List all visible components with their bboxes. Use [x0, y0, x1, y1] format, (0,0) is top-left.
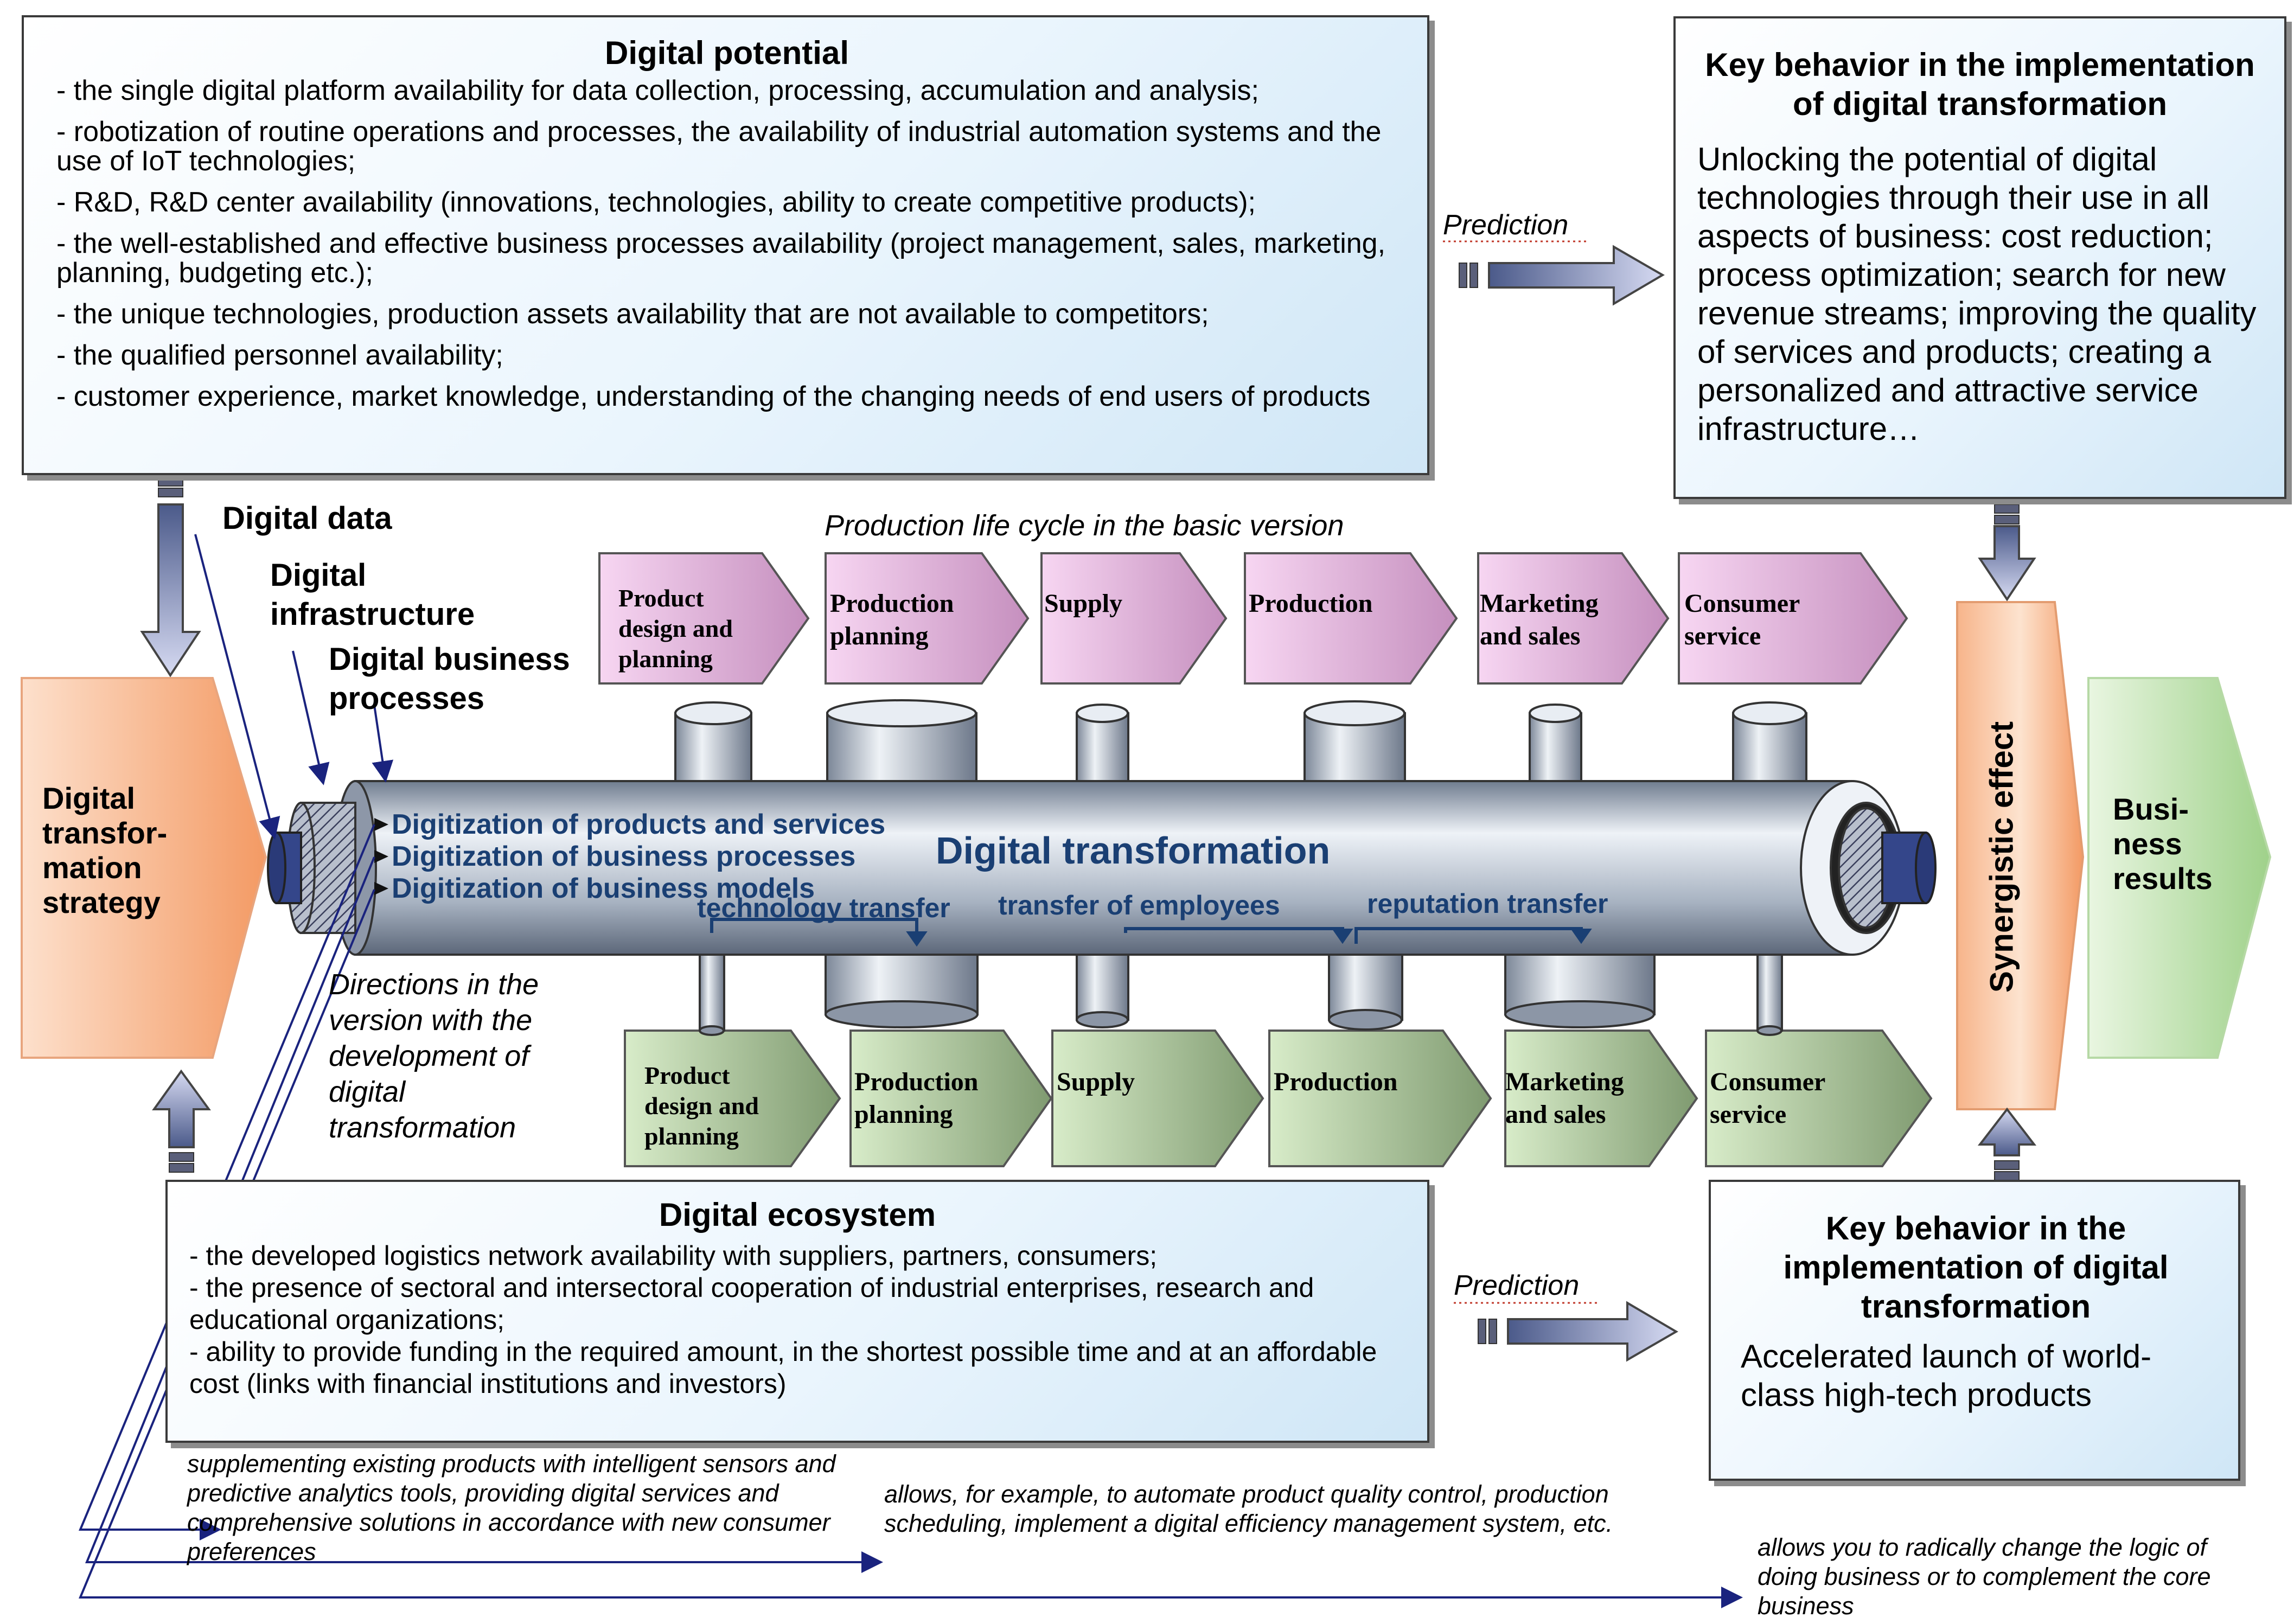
business-results-chevron: [2087, 677, 2272, 1059]
pipe-item-2: Digitization of business processes: [392, 841, 856, 872]
prediction-label-top: Prediction: [1443, 209, 1569, 241]
digital-potential-list: - the single digital platform availabili…: [56, 76, 1397, 411]
list-item: - the developed logistics network availa…: [189, 1241, 1158, 1271]
top-chevron-shapes: [598, 552, 1908, 685]
key-behavior-top-box: Key behavior in the implementation of di…: [1673, 16, 2286, 499]
key-behavior-bottom-text: Accelerated launch of world-class high-t…: [1741, 1338, 2152, 1413]
arrow-keytop-down: [1978, 504, 2036, 602]
prediction-arrow-top: [1459, 245, 1665, 306]
label-lifecycle-basic: Production life cycle in the basic versi…: [825, 509, 1344, 542]
digital-ecosystem-box: Digital ecosystem - the developed logist…: [165, 1180, 1429, 1443]
digital-ecosystem-list: - the developed logistics network availa…: [189, 1240, 1405, 1400]
note-automate: allows, for example, to automate product…: [884, 1480, 1613, 1537]
prediction-label-bottom: Prediction: [1454, 1270, 1580, 1301]
key-behavior-bottom-title: Key behavior in the implementation of di…: [1783, 1210, 2169, 1325]
bottom-chevron-5: Marketing and sales: [1505, 1067, 1624, 1129]
list-item: - the presence of sectoral and intersect…: [189, 1273, 1314, 1335]
arrow-ecosystem-up: [152, 1069, 211, 1173]
bottom-chevron-2: Production planning: [854, 1067, 979, 1129]
pipe-item-3: Digitization of business models: [392, 873, 815, 904]
list-item: - the single digital platform availabili…: [56, 75, 1259, 106]
digital-ecosystem-title: Digital ecosystem: [659, 1197, 936, 1233]
top-chevron-6: Consumer service: [1684, 589, 1800, 650]
top-chevron-2: Production planning: [830, 589, 954, 650]
bottom-chevron-1: Product design and planning: [644, 1062, 759, 1150]
list-item: - R&D, R&D center availability (innovati…: [56, 187, 1256, 218]
label-directions: Directions in the version with the devel…: [329, 968, 539, 1144]
synergistic-label: Synergistic effect: [1983, 721, 2020, 993]
key-behavior-top-title: Key behavior in the implementation of di…: [1705, 47, 2255, 122]
digital-potential-box: Digital potential - the single digital p…: [22, 15, 1429, 475]
pipe-title: Digital transformation: [936, 829, 1331, 872]
top-chevron-3: Supply: [1044, 589, 1123, 618]
note-supplementing: supplementing existing products with int…: [187, 1450, 836, 1565]
synergistic-shape: [1956, 601, 2085, 1110]
label-pointer-lines: [194, 534, 394, 840]
bottom-chevron-3: Supply: [1057, 1067, 1135, 1096]
strategy-chevron: [21, 677, 267, 1059]
label-digital-data: Digital data: [222, 501, 392, 536]
pipe-item-bullets: [374, 818, 388, 895]
list-item: - the unique technologies, production as…: [56, 298, 1209, 330]
list-item: - the qualified personnel availability;: [56, 340, 503, 371]
transfer-technology: technology transfer: [697, 893, 950, 923]
transfer-reputation: reputation transfer: [1367, 888, 1608, 919]
prediction-arrow-bottom: [1478, 1301, 1678, 1362]
arrow-keybottom-up: [1977, 1107, 2037, 1181]
bottom-chevron-6: Consumer service: [1710, 1067, 1825, 1129]
list-item: - the well-established and effective bus…: [56, 228, 1386, 289]
key-behavior-top-text: Unlocking the potential of digital techn…: [1697, 141, 2257, 447]
top-chevron-1: Product design and planning: [618, 584, 733, 673]
direction-lines: [78, 824, 1743, 1608]
list-item: - ability to provide funding in the requ…: [189, 1337, 1377, 1399]
list-item: - robotization of routine operations and…: [56, 116, 1382, 177]
top-chevron-5: Marketing and sales: [1480, 589, 1599, 650]
top-chevron-4: Production: [1249, 589, 1373, 618]
key-behavior-bottom-box: Key behavior in the implementation of di…: [1709, 1180, 2240, 1481]
label-digital-business-processes: Digital business processes: [329, 642, 570, 716]
bottom-chevron-shapes: [624, 1030, 1933, 1167]
arrow-potential-down: [140, 477, 201, 677]
bottom-chevron-4: Production: [1274, 1067, 1398, 1096]
digital-potential-title: Digital potential: [605, 35, 849, 71]
transfer-employees: transfer of employees: [998, 890, 1280, 920]
transfer-brackets: [710, 918, 1592, 947]
note-radically: allows you to radically change the logic…: [1758, 1533, 2211, 1620]
business-results-label: Busi-ness results: [2113, 792, 2213, 896]
pipe-item-1: Digitization of products and services: [392, 809, 886, 840]
label-digital-infrastructure: Digital infrastructure: [270, 558, 475, 632]
strategy-label: Digital transfor-mation strategy: [42, 781, 168, 919]
list-item: - customer experience, market knowledge,…: [56, 381, 1371, 412]
